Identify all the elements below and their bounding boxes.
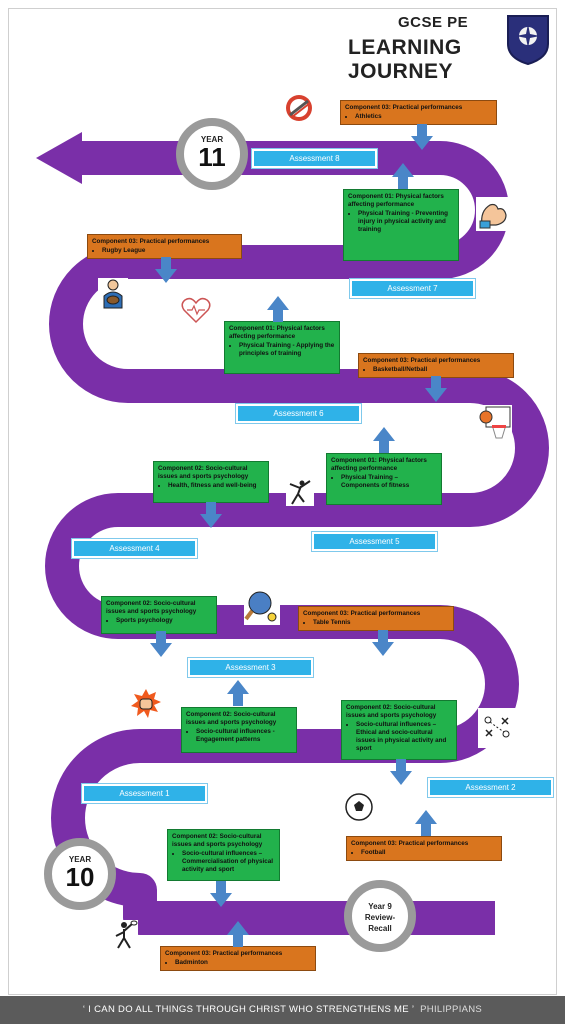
topic-commercialisation: Component 02: Socio-cultural issues and … — [167, 829, 280, 881]
topic-title: Component 02: Socio-cultural issues and … — [172, 833, 263, 848]
topic-rugby-league: Component 03: Practical performancesRugb… — [87, 234, 242, 259]
topic-bullet: Table Tennis — [313, 619, 449, 627]
topic-bullet: Badminton — [175, 959, 311, 967]
topic-bullet: Athletics — [355, 113, 492, 121]
topic-bullet: Physical Training - Applying the princip… — [239, 342, 335, 358]
down-arrow — [390, 759, 412, 785]
heart-icon — [180, 296, 212, 324]
down-arrow — [210, 881, 232, 907]
topic-bullet: Physical Training – Components of fitnes… — [341, 474, 437, 490]
topic-bullet: Physical Training - Preventing injury in… — [358, 210, 454, 234]
topic-title: Component 03: Practical performances — [303, 610, 421, 617]
assessment-5-label: Assessment 5 — [312, 532, 437, 551]
topic-athletics: Component 03: Practical performancesAthl… — [340, 100, 497, 125]
topic-basketball-netball: Component 03: Practical performancesBask… — [358, 353, 514, 378]
topic-principles-of-training: Component 01: Physical factors affecting… — [224, 321, 340, 374]
assessment-6-label: Assessment 6 — [236, 404, 361, 423]
assessment-1-label: Assessment 1 — [82, 784, 207, 803]
topic-bullet: Football — [361, 849, 497, 857]
topic-bullet: Basketball/Netball — [373, 366, 509, 374]
topic-bullet: Sports psychology — [116, 617, 212, 625]
year-9-badge: Year 9 Review- Recall — [344, 880, 416, 952]
footer-quote: ‘ I CAN DO ALL THINGS THROUGH CHRIST WHO… — [82, 1004, 415, 1015]
topic-title: Component 02: Socio-cultural issues and … — [158, 465, 249, 480]
topic-preventing-injury: Component 01: Physical factors affecting… — [343, 189, 459, 261]
strategy-board-icon — [478, 708, 518, 748]
assessment-3-label: Assessment 3 — [188, 658, 313, 677]
topic-title: Component 02: Socio-cultural issues and … — [186, 711, 277, 726]
topic-title: Component 02: Socio-cultural issues and … — [346, 704, 437, 719]
down-arrow — [200, 502, 222, 528]
assessment-7-label: Assessment 7 — [350, 279, 475, 298]
basketball-hoop-icon — [478, 405, 512, 441]
athletics-track-icon — [284, 93, 314, 123]
topic-title: Component 03: Practical performances — [92, 238, 210, 245]
down-arrow — [411, 124, 433, 150]
up-arrow — [392, 163, 414, 189]
topic-components-of-fitness: Component 01: Physical factors affecting… — [326, 453, 442, 505]
topic-title: Component 02: Socio-cultural issues and … — [106, 600, 197, 615]
down-arrow — [155, 257, 177, 283]
rugby-player-icon — [98, 278, 128, 310]
topic-title: Component 01: Physical factors affecting… — [348, 193, 444, 208]
topic-title: Component 01: Physical factors affecting… — [229, 325, 325, 340]
up-arrow — [415, 810, 437, 836]
journey-arrowhead — [36, 132, 82, 184]
badminton-icon — [112, 920, 138, 950]
year-9-recall: Recall — [368, 924, 392, 933]
topic-football: Component 03: Practical performancesFoot… — [346, 836, 502, 861]
up-arrow — [227, 680, 249, 706]
year-11-badge: YEAR 11 — [176, 118, 248, 190]
down-arrow — [150, 631, 172, 657]
down-arrow — [425, 376, 447, 402]
topic-engagement-patterns: Component 02: Socio-cultural issues and … — [181, 707, 297, 753]
year-9-label: Year 9 — [368, 902, 392, 911]
assessment-2-label: Assessment 2 — [428, 778, 553, 797]
up-arrow — [267, 296, 289, 322]
footer-quote-bar: ‘ I CAN DO ALL THINGS THROUGH CHRIST WHO… — [0, 996, 565, 1024]
header-subject: GCSE PE — [398, 14, 469, 31]
topic-sports-psychology: Component 02: Socio-cultural issues and … — [101, 596, 217, 634]
school-crest-icon — [507, 15, 549, 66]
topic-title: Component 01: Physical factors affecting… — [331, 457, 427, 472]
topic-table-tennis: Component 03: Practical performancesTabl… — [298, 606, 454, 631]
fist-icon — [130, 688, 162, 720]
assessment-8-label: Assessment 8 — [252, 149, 377, 168]
table-tennis-icon — [244, 589, 280, 625]
topic-bullet: Socio-cultural influences – Commercialis… — [182, 850, 275, 874]
topic-bullet: Socio-cultural influences – Ethical and … — [356, 721, 452, 753]
down-arrow — [372, 630, 394, 656]
topic-ethical-issues: Component 02: Socio-cultural issues and … — [341, 700, 457, 760]
topic-bullet: Health, fitness and well-being — [168, 482, 264, 490]
topic-title: Component 03: Practical performances — [165, 950, 283, 957]
topic-bullet: Rugby League — [102, 247, 237, 255]
assessment-4-label: Assessment 4 — [72, 539, 197, 558]
topic-title: Component 03: Practical performances — [351, 840, 469, 847]
footer-source: PHILIPPIANS — [420, 1004, 483, 1015]
topic-title: Component 03: Practical performances — [363, 357, 481, 364]
bicep-icon — [476, 197, 510, 231]
header-title: LEARNING JOURNEY — [348, 36, 462, 83]
football-icon — [344, 792, 374, 822]
topic-health-fitness: Component 02: Socio-cultural issues and … — [153, 461, 269, 503]
gymnast-icon — [286, 478, 314, 506]
year-9-review: Review- — [364, 913, 396, 922]
year-10-badge: YEAR 10 — [44, 838, 116, 910]
topic-title: Component 03: Practical performances — [345, 104, 463, 111]
up-arrow — [227, 921, 249, 947]
topic-bullet: Socio-cultural influences - Engagement p… — [196, 728, 292, 744]
up-arrow — [373, 427, 395, 453]
topic-badminton: Component 03: Practical performancesBadm… — [160, 946, 316, 971]
